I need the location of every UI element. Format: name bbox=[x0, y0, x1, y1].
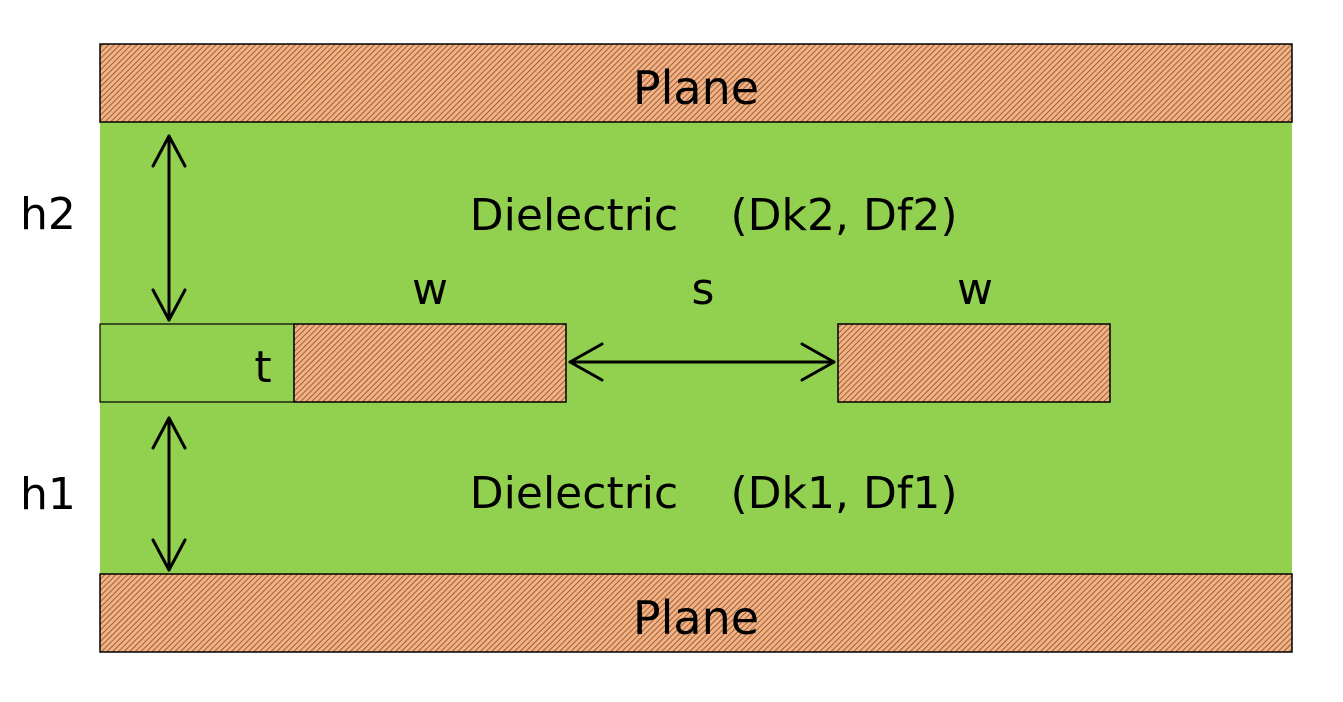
trace-left bbox=[293, 323, 567, 403]
top-dielectric-params: (Dk2, Df2) bbox=[730, 190, 957, 241]
trace-right bbox=[837, 323, 1111, 403]
t-label: t bbox=[254, 342, 271, 393]
w-left-label: w bbox=[412, 264, 448, 315]
bottom-dielectric-label: Dielectric bbox=[470, 468, 678, 519]
bottom-plane bbox=[99, 573, 1293, 653]
dielectric-region bbox=[100, 122, 1292, 574]
h1-arrow bbox=[151, 416, 187, 572]
w-right-label: w bbox=[957, 264, 993, 315]
top-plane-label: Plane bbox=[633, 61, 759, 115]
bottom-dielectric-params: (Dk1, Df1) bbox=[730, 468, 957, 519]
h2-label: h2 bbox=[20, 189, 76, 240]
s-label: s bbox=[692, 264, 715, 315]
s-arrow bbox=[568, 342, 836, 382]
top-dielectric-label: Dielectric bbox=[470, 190, 678, 241]
bottom-plane-label: Plane bbox=[633, 591, 759, 645]
h2-arrow bbox=[151, 134, 187, 322]
h1-label: h1 bbox=[20, 469, 76, 520]
top-plane bbox=[99, 43, 1293, 123]
